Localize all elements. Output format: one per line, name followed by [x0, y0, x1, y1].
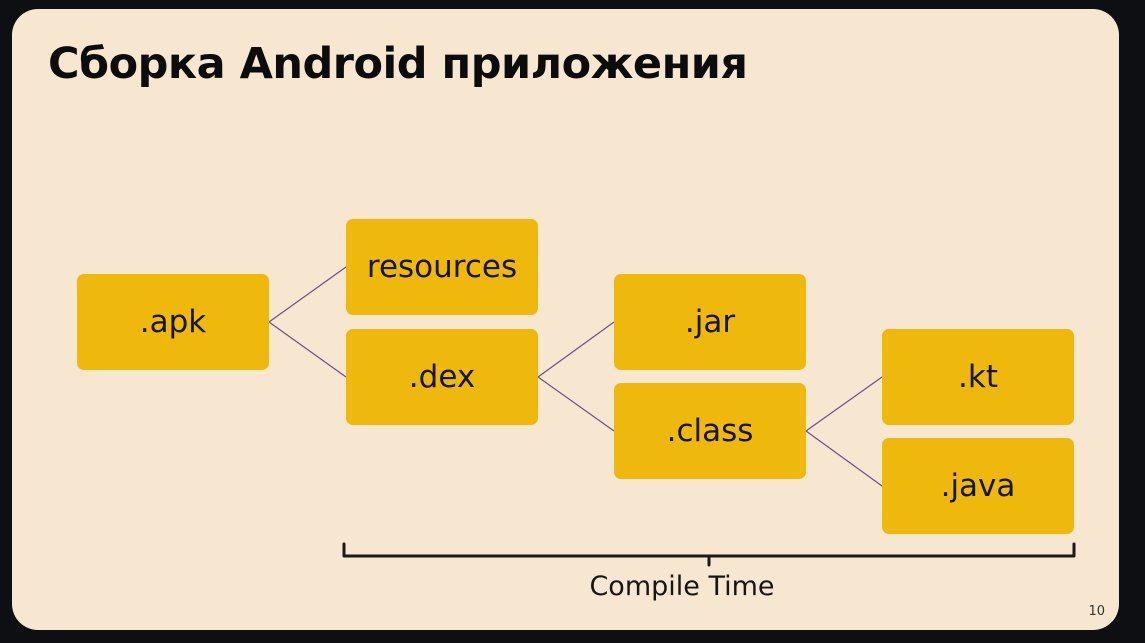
slide-title: Сборка Android приложения	[48, 39, 748, 89]
node-apk: .apk	[77, 274, 269, 370]
node-java: .java	[882, 438, 1074, 534]
node-resources: resources	[346, 219, 538, 315]
edge-class-java	[805, 430, 883, 487]
edge-class-kt	[805, 376, 883, 432]
compile-time-label: Compile Time	[589, 571, 775, 602]
node-kt: .kt	[882, 329, 1074, 425]
edge-dex-class	[537, 376, 615, 432]
slide-page-number: 10	[1088, 604, 1105, 619]
diagram-connectors	[268, 266, 1076, 567]
node-jar: .jar	[614, 274, 806, 370]
edge-dex-jar	[537, 321, 615, 378]
node-dex: .dex	[346, 329, 538, 425]
compile-time-bracket	[342, 542, 1076, 567]
node-class: .class	[614, 383, 806, 479]
presentation-slide: Сборка Android приложения .apk resources…	[12, 9, 1119, 630]
edge-apk-resources	[268, 266, 347, 323]
edge-apk-dex	[268, 321, 347, 378]
